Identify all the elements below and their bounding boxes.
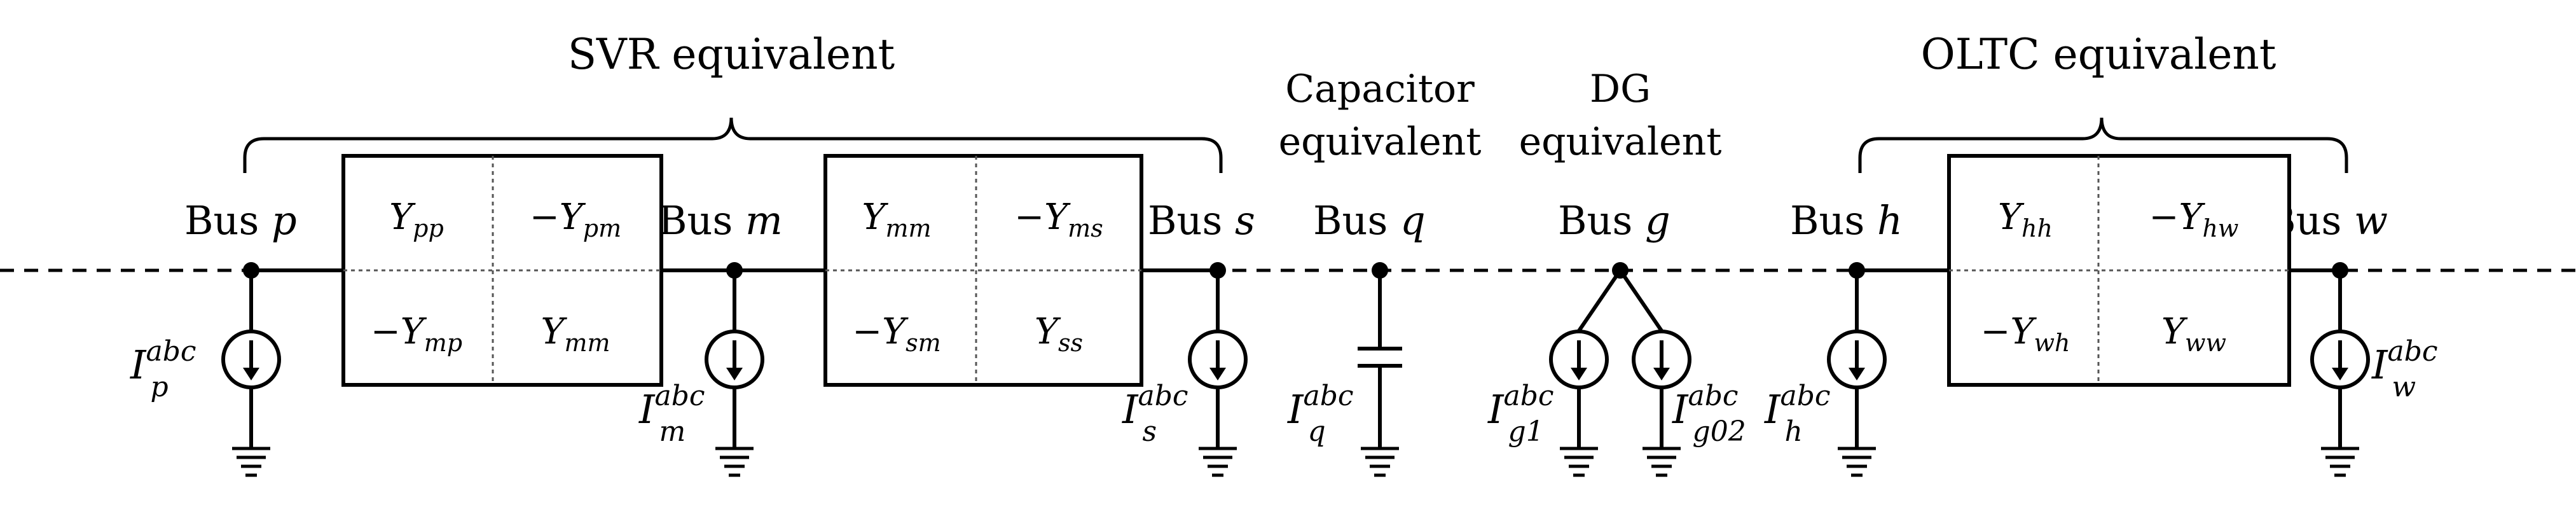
bus-node-p xyxy=(243,262,259,279)
bus-label-w: Bus w xyxy=(2267,197,2388,244)
svr-brace xyxy=(243,117,1223,173)
svg-text:Bus h: Bus h xyxy=(1790,197,1903,244)
matrix-hw-cell-11: Yhh xyxy=(1998,197,2053,242)
current-source-h xyxy=(1827,270,1887,477)
matrix-pm-cell-22: Ymm xyxy=(541,311,610,357)
svg-text:Bus s: Bus s xyxy=(1148,197,1255,244)
svg-text:Bus g: Bus g xyxy=(1558,197,1670,244)
matrix-ms-cell-21: −Ysm xyxy=(852,311,940,357)
current-source-w xyxy=(2310,270,2370,477)
matrix-ms-cell-11: Ymm xyxy=(862,197,931,242)
capacitor-symbol-q xyxy=(1358,270,1402,477)
dg-group-label-line1: DG xyxy=(1590,67,1651,111)
bus-label-q: Bus q xyxy=(1313,197,1426,244)
matrix-hw-cell-22: Yww xyxy=(2161,311,2226,357)
matrix-box-hw: Yhh −Yhw −Ywh Yww xyxy=(1947,154,2291,387)
current-source-s xyxy=(1188,270,1248,477)
svg-text:Bus m: Bus m xyxy=(658,197,783,244)
matrix-pm-cell-12: −Ypm xyxy=(530,197,621,242)
bus-label-s: Bus s xyxy=(1148,197,1255,244)
matrix-ms-cell-22: Yss xyxy=(1035,311,1083,357)
matrix-hw-cell-12: −Yhw xyxy=(2149,197,2239,242)
dg-group-label-line2: equivalent xyxy=(1519,120,1722,164)
capacitor-group-label-line2: equivalent xyxy=(1279,120,1482,164)
svg-text:Bus w: Bus w xyxy=(2267,197,2388,244)
capacitor-group-label-line1: Capacitor xyxy=(1285,67,1475,111)
bus-node-q xyxy=(1372,262,1388,279)
bus-node-g xyxy=(1612,262,1629,279)
matrix-pm-cell-11: Ypp xyxy=(389,197,444,242)
bus-node-w xyxy=(2332,262,2348,279)
matrix-ms-cell-12: −Yms xyxy=(1014,197,1103,242)
bus-label-p: Bus p xyxy=(184,197,297,244)
oltc-brace xyxy=(1858,117,2348,173)
bus-label-g: Bus g xyxy=(1558,197,1670,244)
bus-label-m: Bus m xyxy=(658,197,783,244)
matrix-box-ms: Ymm −Yms −Ysm Yss xyxy=(823,154,1143,387)
oltc-group-label: OLTC equivalent xyxy=(1921,30,2276,79)
dg-branch-symbols xyxy=(1549,269,1691,477)
matrix-pm-cell-21: −Ymp xyxy=(371,311,462,357)
bus-label-h: Bus h xyxy=(1790,197,1903,244)
svr-group-label: SVR equivalent xyxy=(568,30,895,79)
bus-node-s xyxy=(1209,262,1226,279)
bus-node-h xyxy=(1849,262,1865,279)
bus-node-m xyxy=(726,262,743,279)
current-source-m xyxy=(705,270,764,477)
svg-text:Bus q: Bus q xyxy=(1313,197,1426,244)
svg-text:Bus p: Bus p xyxy=(184,197,297,244)
matrix-hw-cell-21: −Ywh xyxy=(1981,311,2070,357)
matrix-box-pm: Ypp −Ypm −Ymp Ymm xyxy=(341,154,663,387)
current-source-p xyxy=(221,270,281,477)
